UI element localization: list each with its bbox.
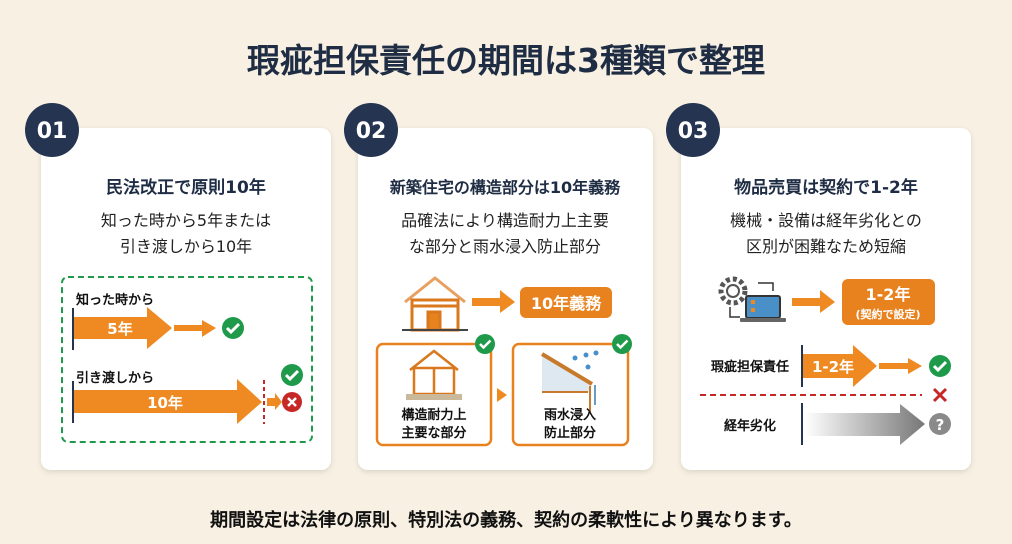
arrow-icon [174,320,216,337]
card-1 [41,128,331,470]
svg-text:1-2年: 1-2年 [812,358,854,376]
card-1-line: 知った時から5年または [101,211,271,230]
cross-icon [932,387,948,403]
number-badge-1: 01 [25,103,79,157]
waterproof-box [511,342,630,447]
contract-badge [842,279,935,325]
check-icon [281,364,303,386]
timeline-frame [61,276,313,443]
footer-note: 期間設定は法律の原則、特別法の義務、契約の柔軟性により異なります。 [210,509,802,531]
card-3-line: 区別が困難なため短縮 [746,237,906,256]
svg-text:防止部分: 防止部分 [544,425,596,441]
svg-text:主要な部分: 主要な部分 [401,425,466,441]
card-1-line: 引き渡しから10年 [120,237,252,256]
svg-text:?: ? [936,416,945,434]
house-frame-icon [406,349,462,400]
card-2-heading: 新築住宅の構造部分は10年義務 [390,178,621,197]
gear-laptop-icon [718,276,786,322]
cross-icon [282,392,302,412]
card-2-line: 品確法により構造耐力上主要 [401,211,609,230]
aging-arrow [805,404,925,445]
question-icon: ? [929,413,951,435]
row-label: 知った時から [76,292,154,308]
arrow-icon [792,290,835,313]
row-label: 瑕疵担保責任 [711,359,789,375]
arrow-icon [472,290,515,313]
arrow-icon [879,358,922,374]
svg-text:03: 03 [678,119,709,144]
card-3-line: 機械・設備は経年劣化との [730,211,922,230]
house-icon [402,276,468,332]
arrow-5-years [74,307,172,349]
card-1-heading: 民法改正で原則10年 [106,177,266,198]
arrow-icon [267,393,282,410]
obligation-badge [520,287,612,318]
page-title: 瑕疵担保責任の期間は3種類で整理 [247,41,765,80]
check-icon [475,334,495,354]
check-icon [929,355,951,377]
roof-rain-icon [540,350,599,412]
svg-text:10年: 10年 [147,394,183,412]
check-icon [222,317,244,339]
card-2-line: な部分と雨水浸入防止部分 [409,237,601,256]
number-badge-2: 02 [344,103,398,157]
svg-text:5年: 5年 [107,320,132,338]
svg-text:(契約で設定): (契約で設定) [855,307,920,321]
svg-text:構造耐力上: 構造耐力上 [401,407,466,423]
svg-text:01: 01 [37,119,68,144]
check-icon [612,334,632,354]
arrow-10-years [74,379,262,424]
svg-text:10年義務: 10年義務 [531,294,602,313]
arrow-1-2-years [803,345,877,387]
number-badge-3: 03 [666,103,720,157]
row-label: 経年劣化 [724,418,776,434]
svg-text:雨水浸入: 雨水浸入 [544,407,596,423]
svg-text:02: 02 [356,119,387,144]
row-label: 引き渡しから [76,370,154,386]
card-3-heading: 物品売買は契約で1-2年 [734,177,918,198]
triangle-arrow-icon [497,388,507,402]
svg-text:1-2年: 1-2年 [866,285,911,304]
